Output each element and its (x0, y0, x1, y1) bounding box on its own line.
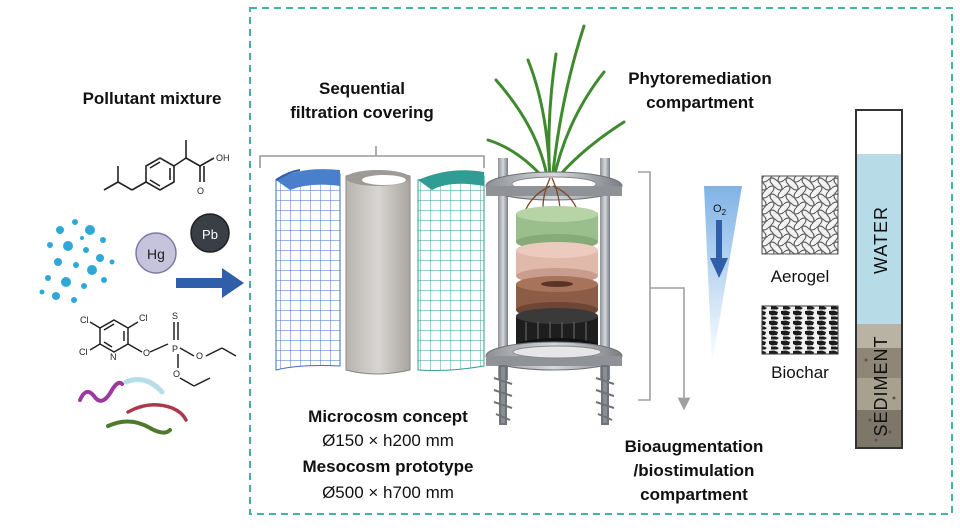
s-label: S (172, 311, 178, 321)
cl-label-3: Cl (79, 347, 88, 357)
filter-grey (345, 170, 411, 375)
o2-label: O2 (713, 203, 727, 217)
water-sediment-column (855, 109, 903, 449)
system-frame (249, 7, 953, 515)
filter-teal-grid (417, 170, 485, 371)
o2-gradient-wedge (704, 186, 742, 364)
o-label-1: O (143, 348, 150, 358)
pb-label: Pb (202, 227, 218, 242)
sediment-label: SEDIMENT (871, 335, 891, 436)
biochar-label: Biochar (771, 363, 829, 382)
o2-down-arrow (710, 220, 728, 278)
hg-label: Hg (147, 246, 165, 262)
o-label-ibuprofen: O (197, 186, 204, 196)
reactor-rods (498, 158, 610, 380)
aerogel-label: Aerogel (771, 267, 830, 286)
n-label: N (110, 352, 117, 362)
filter-blue-grid (275, 169, 341, 371)
input-arrow (176, 268, 244, 298)
strand-red (126, 403, 188, 422)
cl-label-1: Cl (80, 315, 89, 325)
bio-title-2: /biostimulation (634, 461, 755, 480)
bio-title-1: Bioaugmentation (625, 437, 764, 456)
strand-green (106, 419, 172, 435)
chlorpyrifos-molecule (89, 319, 237, 387)
microcosm-title: Microcosm concept (308, 407, 468, 426)
phyto-title-1: Phytoremediation (628, 69, 772, 88)
compartment-bracket (638, 171, 684, 404)
strand-lightblue (123, 377, 165, 395)
microcosm-dims: Ø150 × h200 mm (322, 431, 454, 450)
oh-label: OH (216, 153, 230, 163)
mesocosm-title: Mesocosm prototype (303, 457, 474, 476)
o-label-2: O (196, 351, 203, 361)
p-label: P (172, 344, 178, 354)
filtration-title-2: filtration covering (290, 103, 434, 122)
o-label-3: O (173, 369, 180, 379)
mesocosm-dims: Ø500 × h700 mm (322, 483, 454, 502)
strand-purple (78, 380, 124, 403)
pollutant-title: Pollutant mixture (83, 89, 222, 108)
filtration-bracket (259, 146, 485, 168)
ibuprofen-molecule (103, 140, 215, 191)
auger-screws (493, 365, 615, 425)
cl-label-2: Cl (139, 313, 148, 323)
plant (486, 24, 626, 184)
pb-ion (190, 213, 230, 253)
water-label: WATER (871, 206, 891, 274)
biochar-swatch (761, 305, 839, 355)
aerogel-swatch (761, 175, 839, 255)
filtration-title-1: Sequential (319, 79, 405, 98)
phyto-title-2: compartment (646, 93, 754, 112)
bio-title-3: compartment (640, 485, 748, 504)
microplastic-droplets (39, 219, 115, 303)
hg-ion (135, 232, 177, 274)
